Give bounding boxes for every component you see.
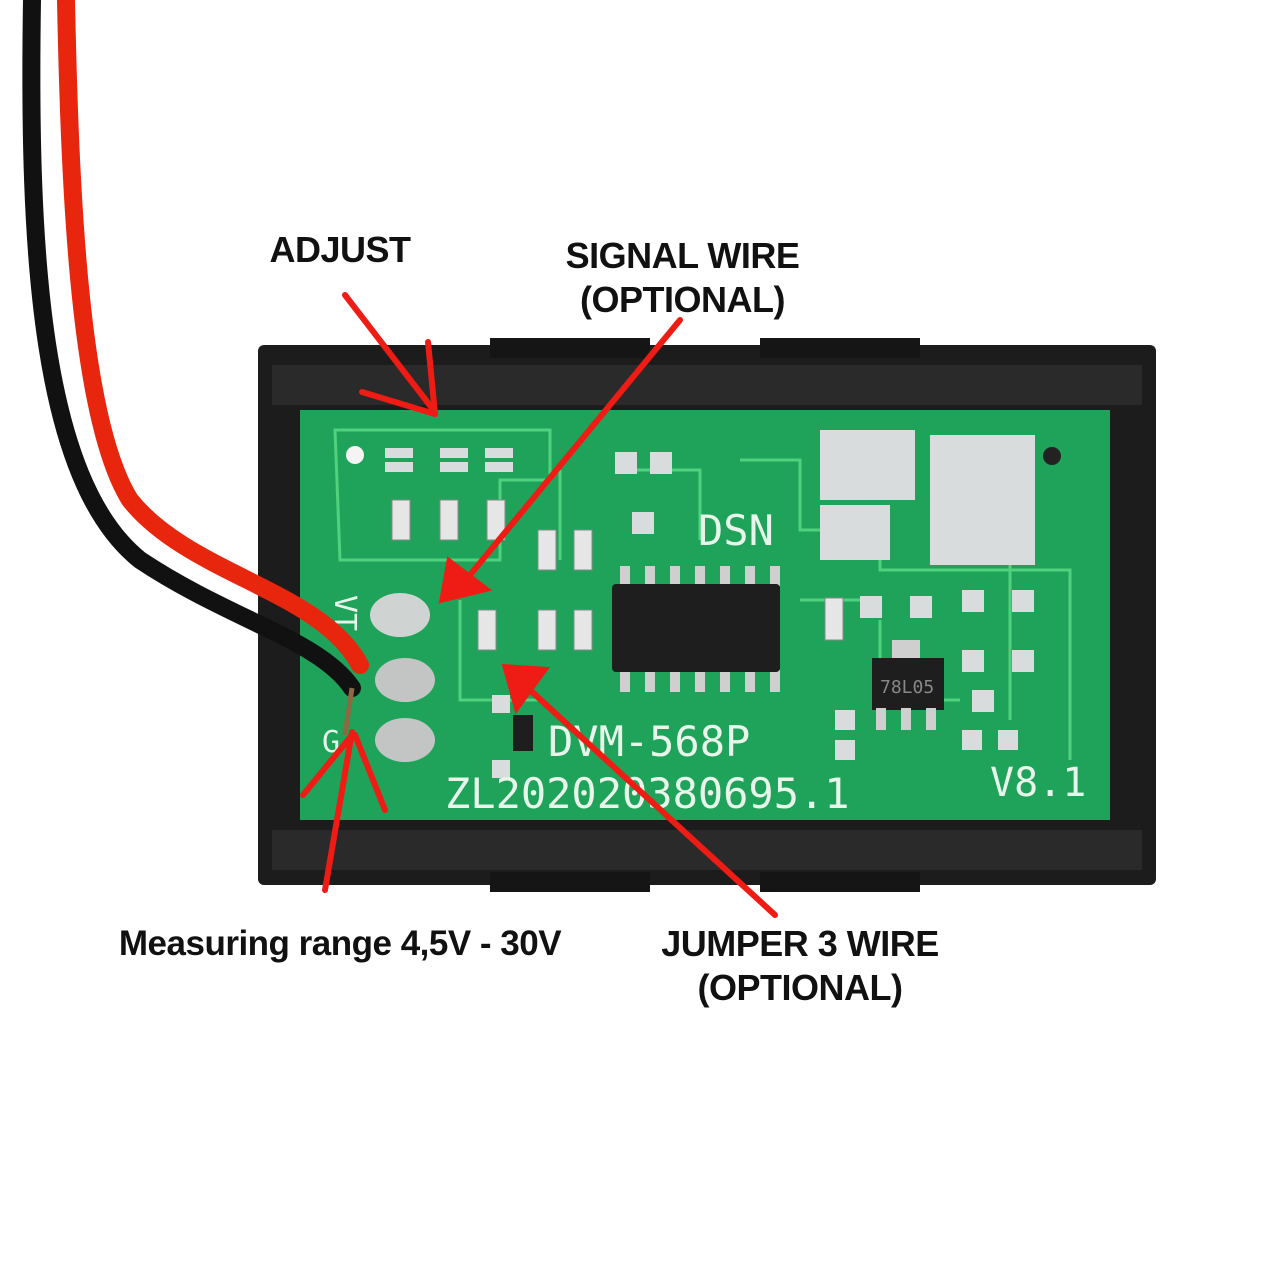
signal-wire-label-line1: SIGNAL WIRE xyxy=(565,235,800,276)
jumper-wire-label-line2: (OPTIONAL) xyxy=(697,967,903,1008)
voltage-regulator: 78L05 xyxy=(872,640,944,730)
brand-silkscreen: DSN xyxy=(698,506,774,555)
ic-chip xyxy=(612,566,780,692)
measuring-range-label: Measuring range 4,5V - 30V xyxy=(118,924,562,963)
signal-wire-label-line2: (OPTIONAL) xyxy=(580,279,785,320)
jumper-wire-label-line1: JUMPER 3 WIRE xyxy=(661,923,939,964)
jumper-wire-arrow xyxy=(501,663,778,918)
regulator-marking: 78L05 xyxy=(880,677,934,698)
red-wire xyxy=(57,0,369,674)
jumper-wire-label: JUMPER 3 WIRE (OPTIONAL) xyxy=(640,922,960,1010)
signal-wire-arrow xyxy=(438,317,683,604)
serial-silkscreen: ZL202020380695.1 xyxy=(445,769,850,818)
adjust-arrow xyxy=(342,292,438,417)
signal-wire-label: SIGNAL WIRE (OPTIONAL) xyxy=(540,234,825,322)
model-silkscreen: DVM-568P xyxy=(548,717,750,766)
measuring-range-arrow xyxy=(300,729,388,893)
version-silkscreen: V8.1 xyxy=(990,760,1086,806)
black-wire xyxy=(22,0,361,697)
adjust-label: ADJUST xyxy=(269,229,411,270)
